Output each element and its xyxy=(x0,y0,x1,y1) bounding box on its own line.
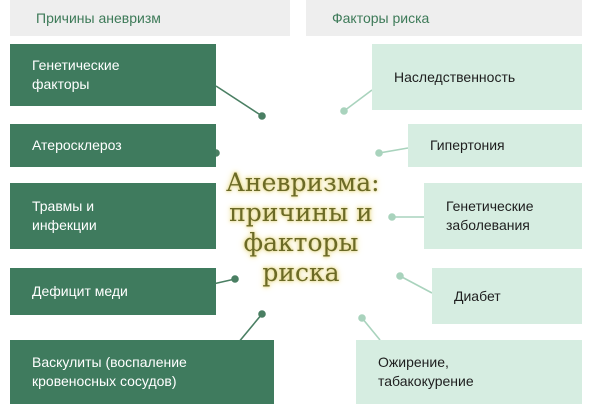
connector-heredity xyxy=(343,89,373,112)
cause-label-line: Генетические xyxy=(32,57,120,73)
risk-box-heredity: Наследственность xyxy=(372,44,582,110)
cause-label-line: Травмы и xyxy=(32,198,95,214)
header-causes: Причины аневризм xyxy=(10,0,290,36)
risk-label-line: Гипертония xyxy=(430,137,505,153)
connector-dot-genetic-dis xyxy=(388,213,396,221)
cause-label-line: факторы xyxy=(32,76,90,92)
risk-box-hypertension: Гипертония xyxy=(408,124,582,167)
cause-box-atherosclerosis: Атеросклероз xyxy=(10,124,216,167)
cause-label-line: инфекции xyxy=(32,217,97,233)
connector-hypertension xyxy=(378,147,409,154)
cause-label-line: Дефицит меди xyxy=(32,283,128,299)
risk-label-line: Генетические xyxy=(446,198,534,214)
connector-dot-genetic xyxy=(258,112,266,120)
cause-label-line: кровеносных сосудов) xyxy=(32,373,177,389)
risk-box-genetic-diseases: Генетические заболевания xyxy=(424,183,582,249)
cause-box-vasculitis: Васкулиты (воспаление кровеносных сосудо… xyxy=(10,340,274,404)
risk-label-line: Диабет xyxy=(454,287,501,304)
connector-dot-obesity xyxy=(358,314,366,322)
connector-diabetes xyxy=(399,275,433,294)
cause-box-copper-deficiency: Дефицит меди xyxy=(10,268,216,315)
connector-dot-heredity xyxy=(340,107,348,115)
connector-dot-diabetes xyxy=(396,272,404,280)
cause-box-trauma-infections: Травмы и инфекции xyxy=(10,183,216,249)
header-risk-factors-text: Факторы риска xyxy=(332,10,430,26)
risk-box-diabetes: Диабет xyxy=(432,268,582,324)
connector-dot-vasculitis xyxy=(258,310,266,318)
risk-box-obesity-smoking: Ожирение, табакокурение xyxy=(356,340,582,404)
connector-obesity xyxy=(361,317,381,341)
header-risk-factors: Факторы риска xyxy=(306,0,582,36)
header-causes-text: Причины аневризм xyxy=(36,10,161,26)
cause-label-line: Атеросклероз xyxy=(32,137,122,153)
risk-label-line: Ожирение, xyxy=(378,354,449,370)
cause-label-line: Васкулиты (воспаление xyxy=(32,354,187,370)
center-title: Аневризма: причины и факторы риска xyxy=(226,168,380,287)
connector-vasculitis xyxy=(237,313,263,344)
risk-label-line: заболевания xyxy=(446,217,530,233)
risk-label-line: Наследственность xyxy=(394,68,516,85)
connector-genetic xyxy=(215,85,263,117)
connector-dot-hypertension xyxy=(375,149,383,157)
connector-dot-copper xyxy=(231,275,239,283)
risk-label-line: табакокурение xyxy=(378,373,474,389)
cause-box-genetic-factors: Генетические факторы xyxy=(10,44,216,106)
